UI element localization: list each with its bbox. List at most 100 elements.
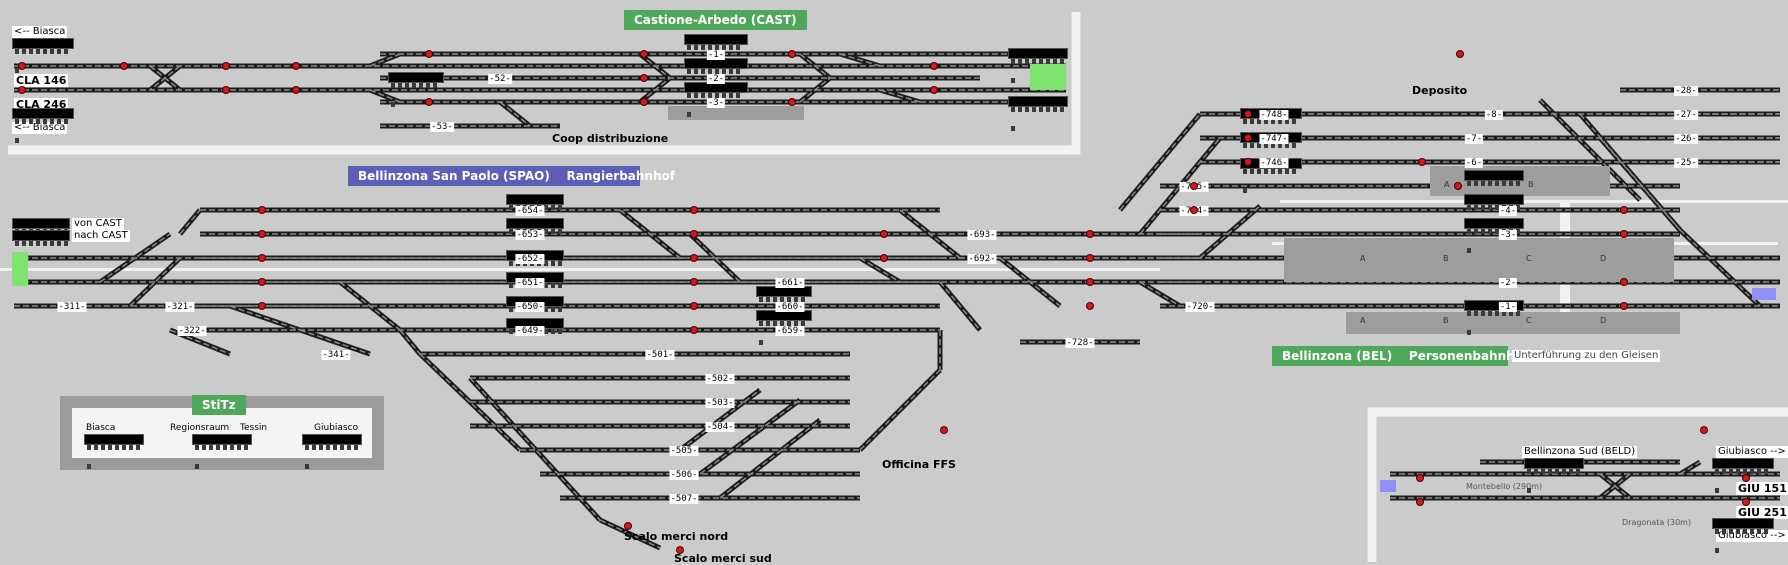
track-label[interactable]: -2- <box>706 74 726 84</box>
signal-light[interactable] <box>1620 302 1628 310</box>
signal-light[interactable] <box>640 50 648 58</box>
track-label[interactable]: -501- <box>645 350 675 360</box>
signal-light[interactable] <box>1456 50 1464 58</box>
train-number-display[interactable] <box>12 230 70 246</box>
signal-light[interactable] <box>930 86 938 94</box>
track-label[interactable]: -341- <box>321 350 351 360</box>
track-label[interactable]: -8- <box>1484 110 1504 120</box>
link-biasca-top[interactable]: <-- Biasca <box>12 26 68 38</box>
track-label[interactable]: -1- <box>706 50 726 60</box>
signal-light[interactable] <box>1244 158 1252 166</box>
signal-light[interactable] <box>1244 134 1252 142</box>
track-label[interactable]: -651- <box>515 278 545 288</box>
track-label[interactable]: -322- <box>177 326 207 336</box>
signal-light[interactable] <box>258 302 266 310</box>
link-nach-cast[interactable]: nach CAST <box>72 230 130 242</box>
train-number-display[interactable] <box>1464 194 1524 229</box>
line-cla146[interactable]: CLA 146 <box>14 74 69 87</box>
line-cla246[interactable]: CLA 246 <box>14 98 69 111</box>
train-number-display[interactable] <box>506 218 564 234</box>
train-number-display[interactable] <box>1712 458 1774 493</box>
signal-light[interactable] <box>690 326 698 334</box>
track-label[interactable]: -720- <box>1185 302 1215 312</box>
track-label[interactable]: -659- <box>775 326 805 336</box>
signal-light[interactable] <box>1620 278 1628 286</box>
signal-light[interactable] <box>690 230 698 238</box>
signal-light[interactable] <box>788 98 796 106</box>
train-number-display[interactable] <box>1008 48 1068 83</box>
signal-light[interactable] <box>880 230 888 238</box>
track-label[interactable]: -27- <box>1674 110 1698 120</box>
signal-light[interactable] <box>292 86 300 94</box>
track-label[interactable]: -3- <box>1498 230 1518 240</box>
track-label[interactable]: -650- <box>515 302 545 312</box>
signal-light[interactable] <box>258 254 266 262</box>
signal-light[interactable] <box>1620 230 1628 238</box>
train-number-display[interactable] <box>388 72 444 107</box>
signal-light[interactable] <box>690 254 698 262</box>
signal-light[interactable] <box>18 86 26 94</box>
signal-light[interactable] <box>788 50 796 58</box>
signal-light[interactable] <box>624 522 632 530</box>
signal-light[interactable] <box>258 206 266 214</box>
signal-light[interactable] <box>18 62 26 70</box>
train-number-display[interactable] <box>12 108 74 143</box>
track-label[interactable]: -2- <box>1498 278 1518 288</box>
signal-light[interactable] <box>640 98 648 106</box>
signal-light[interactable] <box>1742 474 1750 482</box>
link-giubiasco-top[interactable]: Giubiasco --> <box>1716 446 1788 458</box>
signal-light[interactable] <box>1190 182 1198 190</box>
track-label[interactable]: -6- <box>1464 158 1484 168</box>
signal-light[interactable] <box>1742 498 1750 506</box>
train-number-display[interactable] <box>1464 300 1524 335</box>
train-number-display[interactable] <box>12 218 70 234</box>
signal-light[interactable] <box>690 278 698 286</box>
signal-light[interactable] <box>120 62 128 70</box>
line-giu251[interactable]: GIU 251 <box>1736 506 1788 519</box>
signal-light[interactable] <box>1416 498 1424 506</box>
track-label[interactable]: -660- <box>775 302 805 312</box>
signal-light[interactable] <box>1086 230 1094 238</box>
train-number-display[interactable] <box>1712 518 1774 553</box>
signal-light[interactable] <box>1086 254 1094 262</box>
signal-light[interactable] <box>1700 426 1708 434</box>
stitz-display-giubiasco[interactable] <box>302 434 362 469</box>
link-von-cast[interactable]: von CAST <box>72 218 124 230</box>
track-label[interactable]: -502- <box>705 374 735 384</box>
track-label[interactable]: -653- <box>515 230 545 240</box>
signal-light[interactable] <box>1418 158 1426 166</box>
track-label[interactable]: -503- <box>705 398 735 408</box>
stitz-display-tessin[interactable] <box>192 434 252 469</box>
signal-light[interactable] <box>940 426 948 434</box>
track-label[interactable]: -748- <box>1259 110 1289 120</box>
signal-light[interactable] <box>222 62 230 70</box>
track-label[interactable]: -649- <box>515 326 545 336</box>
track-label[interactable]: -746- <box>1259 158 1289 168</box>
signal-light[interactable] <box>425 98 433 106</box>
track-label[interactable]: -693- <box>967 230 997 240</box>
track-label[interactable]: -321- <box>165 302 195 312</box>
signal-light[interactable] <box>640 74 648 82</box>
track-label[interactable]: -3- <box>706 98 726 108</box>
train-number-display[interactable] <box>1008 96 1068 131</box>
signal-light[interactable] <box>690 206 698 214</box>
signal-light[interactable] <box>222 86 230 94</box>
train-number-display[interactable] <box>684 34 748 69</box>
track-label[interactable]: -506- <box>669 470 699 480</box>
stitz-display-biasca[interactable] <box>84 434 144 469</box>
signal-light[interactable] <box>1244 110 1252 118</box>
track-label[interactable]: -661- <box>775 278 805 288</box>
track-label[interactable]: -504- <box>705 422 735 432</box>
signal-light[interactable] <box>258 230 266 238</box>
track-label[interactable]: -728- <box>1065 338 1095 348</box>
track-label[interactable]: -52- <box>488 74 512 84</box>
train-number-display[interactable] <box>1464 170 1524 205</box>
track-label[interactable]: -1- <box>1498 302 1518 312</box>
signal-light[interactable] <box>425 50 433 58</box>
track-label[interactable]: -505- <box>669 446 699 456</box>
signal-light[interactable] <box>292 62 300 70</box>
track-label[interactable]: -507- <box>669 494 699 504</box>
track-label[interactable]: -311- <box>57 302 87 312</box>
track-label[interactable]: -4- <box>1498 206 1518 216</box>
train-number-display[interactable] <box>1464 218 1524 253</box>
